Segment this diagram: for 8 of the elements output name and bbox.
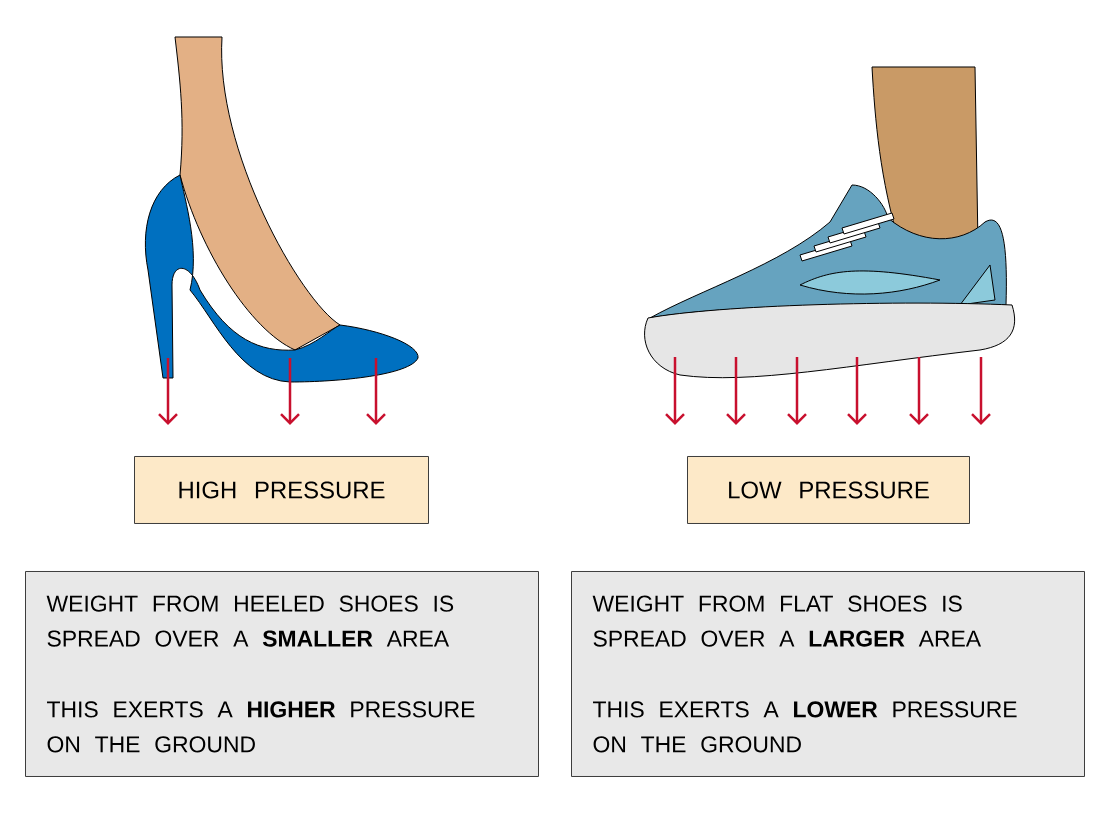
paragraph: WEIGHT FROM HEELED SHOES IS SPREAD OVER A SMALLER AREA <box>46 595 454 647</box>
label-box: LOW PRESSURE <box>687 456 970 524</box>
text-box <box>571 571 1085 777</box>
paragraph: THIS EXERTS A LOWER PRESSURE ON THE GROUND <box>593 701 1017 753</box>
paragraph: WEIGHT FROM FLAT SHOES IS SPREAD OVER A LARGER AREA <box>592 595 982 647</box>
paragraph: THIS EXERTS A HIGHER PRESSURE ON THE GROUND <box>47 701 475 753</box>
label-box: HIGH PRESSURE <box>134 456 429 524</box>
text-box <box>25 571 539 777</box>
